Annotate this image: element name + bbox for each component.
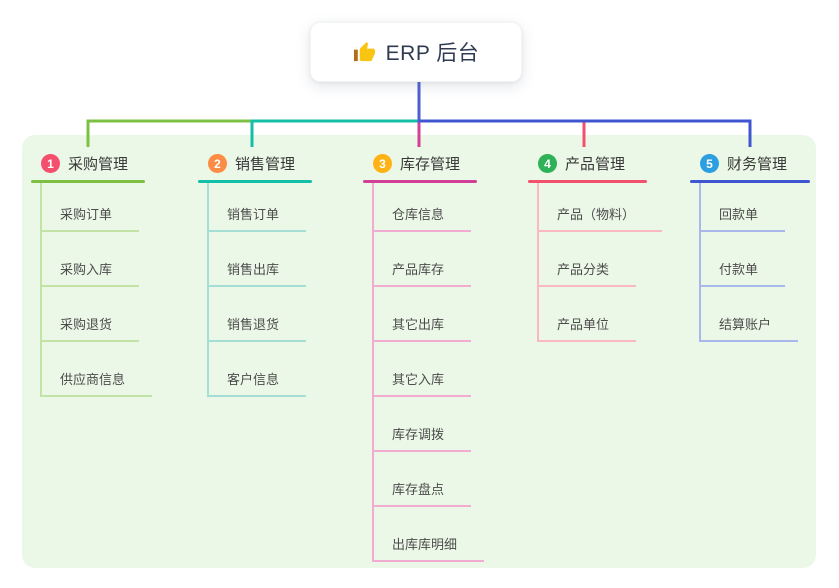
child-node-label: 回款单 (719, 207, 759, 222)
child-node[interactable]: 产品分类 (537, 232, 637, 287)
child-node-label: 产品单位 (557, 317, 610, 332)
child-node[interactable]: 采购订单 (40, 183, 140, 232)
child-node[interactable]: 产品库存 (372, 232, 472, 287)
branch-title: 库存管理 (400, 156, 461, 173)
child-node[interactable]: 采购退货 (40, 287, 140, 342)
branch-header[interactable]: 3 库存管理 (363, 147, 477, 180)
branch-product: 4 产品管理 产品（物料） 产品分类产品单位 (528, 147, 663, 342)
child-node[interactable]: 结算账户 (699, 287, 799, 342)
child-node-label: 其它入库 (392, 372, 445, 387)
branch-inventory: 3 库存管理 仓库信息产品库存其它出库其它入库库存调拨库存盘点出库库明细 (363, 147, 485, 562)
child-node-label: 库存调拨 (392, 427, 445, 442)
branch-children: 销售订单销售出库销售退货客户信息 (207, 183, 312, 397)
child-node-label: 采购退货 (60, 317, 113, 332)
branch-underline (363, 180, 477, 183)
child-node[interactable]: 产品单位 (537, 287, 637, 342)
child-node[interactable]: 销售退货 (207, 287, 307, 342)
child-node[interactable]: 采购入库 (40, 232, 140, 287)
child-node[interactable]: 其它出库 (372, 287, 472, 342)
branch-children: 回款单付款单结算账户 (699, 183, 810, 342)
child-node[interactable]: 仓库信息 (372, 183, 472, 232)
child-node-label: 产品分类 (557, 262, 610, 277)
modules-panel (22, 135, 816, 568)
child-node-label: 仓库信息 (392, 207, 445, 222)
branch-number-badge: 3 (373, 154, 392, 173)
branch-title: 产品管理 (565, 156, 626, 173)
branch-title: 采购管理 (68, 156, 129, 173)
root-label: ERP 后台 (385, 42, 480, 65)
branch-children: 仓库信息产品库存其它出库其它入库库存调拨库存盘点出库库明细 (372, 183, 485, 562)
child-node-label: 库存盘点 (392, 482, 445, 497)
branch-number-badge: 5 (700, 154, 719, 173)
child-node-label: 采购订单 (60, 207, 113, 222)
child-node-label: 销售出库 (227, 262, 280, 277)
child-node-label: 付款单 (719, 262, 759, 277)
branch-header[interactable]: 5 财务管理 (690, 147, 810, 180)
branch-number-badge: 4 (538, 154, 557, 173)
child-node[interactable]: 库存盘点 (372, 452, 472, 507)
child-node-label: 采购入库 (60, 262, 113, 277)
child-node[interactable]: 付款单 (699, 232, 786, 287)
child-node[interactable]: 库存调拨 (372, 397, 472, 452)
child-node[interactable]: 产品（物料） (537, 183, 663, 232)
branch-children: 产品（物料） 产品分类产品单位 (537, 183, 663, 342)
child-node-label: 其它出库 (392, 317, 445, 332)
branch-sales: 2 销售管理 销售订单销售出库销售退货客户信息 (198, 147, 312, 397)
child-node-label: 销售退货 (227, 317, 280, 332)
branch-underline (528, 180, 647, 183)
child-node[interactable]: 回款单 (699, 183, 786, 232)
child-node[interactable]: 供应商信息 (40, 342, 153, 397)
child-node-label: 供应商信息 (60, 372, 126, 387)
branch-number-badge: 2 (208, 154, 227, 173)
branch-header[interactable]: 4 产品管理 (528, 147, 647, 180)
branch-number-badge: 1 (41, 154, 60, 173)
child-node-label: 产品（物料） (557, 207, 636, 222)
branch-underline (198, 180, 312, 183)
child-node[interactable]: 销售出库 (207, 232, 307, 287)
child-node[interactable]: 客户信息 (207, 342, 307, 397)
child-node[interactable]: 其它入库 (372, 342, 472, 397)
child-node-label: 产品库存 (392, 262, 445, 277)
child-node-label: 销售订单 (227, 207, 280, 222)
branch-underline (31, 180, 145, 183)
child-node-label: 结算账户 (719, 317, 772, 332)
branch-header[interactable]: 2 销售管理 (198, 147, 312, 180)
branch-purchase: 1 采购管理 采购订单采购入库采购退货供应商信息 (31, 147, 153, 397)
thumbs-up-icon (353, 41, 376, 64)
branch-finance: 5 财务管理 回款单付款单结算账户 (690, 147, 810, 342)
child-node[interactable]: 销售订单 (207, 183, 307, 232)
branch-title: 销售管理 (235, 156, 296, 173)
child-node-label: 客户信息 (227, 372, 280, 387)
branch-children: 采购订单采购入库采购退货供应商信息 (40, 183, 153, 397)
root-node[interactable]: ERP 后台 (310, 22, 522, 82)
branch-header[interactable]: 1 采购管理 (31, 147, 145, 180)
branch-title: 财务管理 (727, 156, 788, 173)
child-node[interactable]: 出库库明细 (372, 507, 485, 562)
child-node-label: 出库库明细 (392, 537, 458, 552)
branch-underline (690, 180, 810, 183)
